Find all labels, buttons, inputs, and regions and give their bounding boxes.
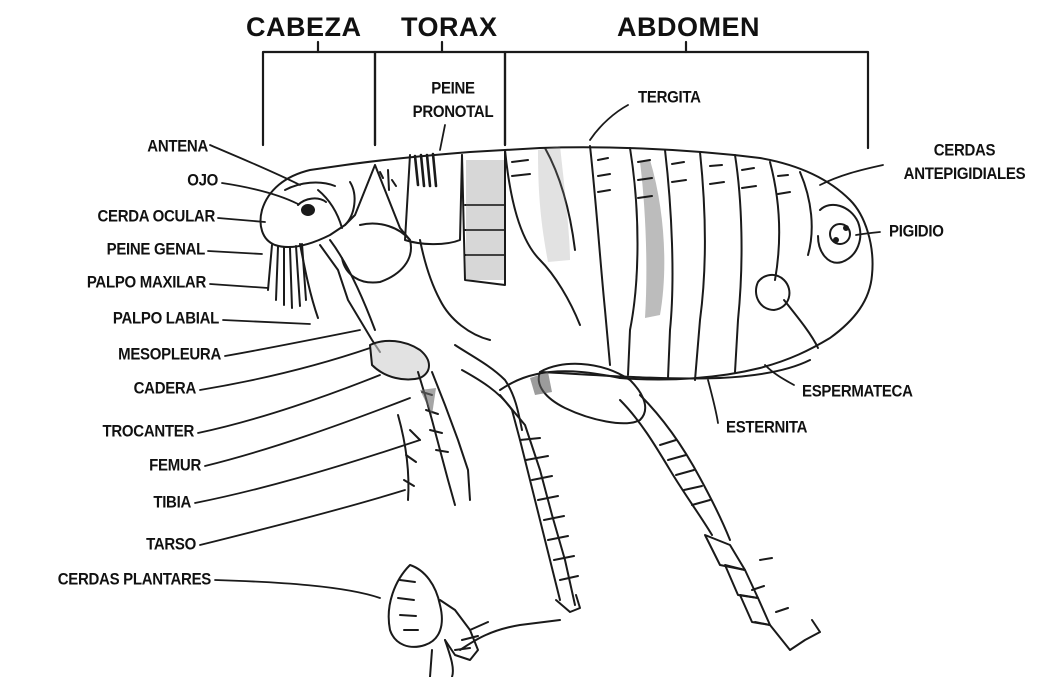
label-cerda-ocular: CERDA OCULAR bbox=[20, 207, 215, 225]
label-trocanter: TROCANTER bbox=[20, 422, 194, 440]
label-palpo-maxilar: PALPO MAXILAR bbox=[20, 273, 206, 291]
label-cerdas-antepigidiales-line1: CERDAS bbox=[882, 139, 1047, 163]
label-ojo: OJO bbox=[60, 171, 218, 189]
label-cadera: CADERA bbox=[20, 379, 196, 397]
label-femur: FEMUR bbox=[20, 456, 201, 474]
section-head-label: CABEZA bbox=[246, 12, 362, 43]
label-palpo-labial: PALPO LABIAL bbox=[20, 309, 219, 327]
label-antena: ANTENA bbox=[60, 137, 208, 155]
section-brackets bbox=[263, 42, 868, 148]
label-cerdas-antepigidiales-line2: ANTEPIGIDIALES bbox=[882, 163, 1047, 187]
label-cerdas-plantares: CERDAS PLANTARES bbox=[4, 570, 211, 588]
section-abdomen-label: ABDOMEN bbox=[617, 12, 760, 43]
label-espermateca: ESPERMATECA bbox=[802, 382, 913, 400]
label-peine-pronotal-line1: PEINE bbox=[388, 77, 518, 101]
label-mesopleura: MESOPLEURA bbox=[20, 345, 221, 363]
label-pigidio: PIGIDIO bbox=[889, 222, 944, 240]
label-tergita: TERGITA bbox=[638, 88, 701, 106]
label-peine-pronotal-line2: PRONOTAL bbox=[388, 101, 518, 125]
section-thorax-label: TORAX bbox=[401, 12, 498, 43]
label-tarso: TARSO bbox=[20, 535, 196, 553]
label-peine-genal: PEINE GENAL bbox=[20, 240, 205, 258]
label-tibia: TIBIA bbox=[20, 493, 191, 511]
flea-legs bbox=[320, 240, 820, 677]
label-esternita: ESTERNITA bbox=[726, 418, 807, 436]
label-peine-pronotal: PEINE PRONOTAL bbox=[388, 77, 518, 125]
label-cerdas-antepigidiales: CERDAS ANTEPIGIDIALES bbox=[882, 139, 1047, 187]
